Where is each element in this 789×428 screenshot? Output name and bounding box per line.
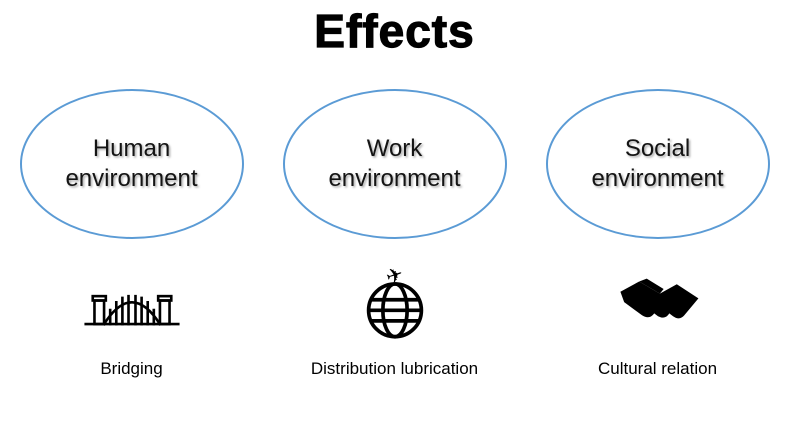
bridge-icon — [83, 294, 180, 326]
ellipse-label-line1: Social — [624, 134, 691, 162]
icon-box-handshake — [611, 265, 705, 343]
globe-airplane-icon: ✈ — [366, 266, 423, 339]
column-human-environment: Human environment — [0, 88, 263, 379]
ellipse-work-environment: Work environment — [282, 88, 507, 239]
icon-box-bridge — [83, 265, 180, 343]
caption-bridging: Bridging — [100, 358, 163, 378]
icon-box-globe: ✈ — [357, 265, 433, 343]
ellipse-label-line1: Human — [92, 134, 171, 162]
ellipse-label-line1: Work — [366, 134, 423, 162]
airplane-glyph: ✈ — [383, 266, 406, 289]
columns-row: Human environment — [0, 88, 789, 379]
ellipse-social-environment: Social environment — [545, 88, 770, 239]
column-work-environment: Work environment ✈ Distribution lubricat… — [263, 88, 526, 379]
caption-cultural-relation: Cultural relation — [597, 358, 718, 378]
handshake-icon — [619, 278, 698, 318]
page-title: Effects — [314, 5, 475, 57]
ellipse-label-line2: environment — [591, 164, 724, 192]
ellipse-label-line2: environment — [328, 164, 461, 192]
column-social-environment: Social environment Cultural relation — [526, 88, 789, 379]
caption-distribution-lubrication: Distribution lubrication — [310, 358, 479, 378]
ellipse-human-environment: Human environment — [19, 88, 244, 239]
ellipse-label-line2: environment — [65, 164, 198, 192]
